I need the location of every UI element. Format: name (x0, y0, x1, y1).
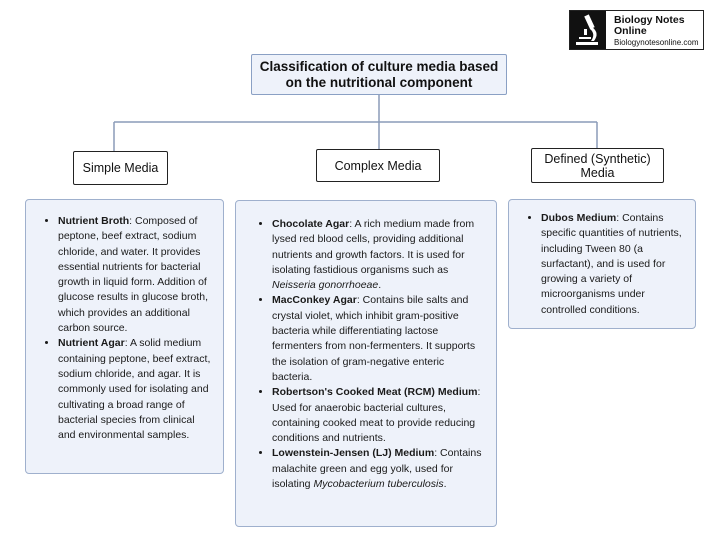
panel-defined-media: Dubos Medium: Contains specific quantiti… (508, 199, 696, 329)
microscope-icon (570, 11, 606, 49)
media-term: Dubos Medium (541, 212, 617, 224)
category-defined-media: Defined (Synthetic) Media (531, 148, 664, 183)
media-description: : A rich medium made from lysed red bloo… (272, 218, 475, 276)
logo[interactable]: Biology Notes Online Biologynotesonline.… (569, 10, 704, 50)
organism-name: Mycobacterium tuberculosis (313, 478, 444, 491)
panel-simple-media: Nutrient Broth: Composed of peptone, bee… (25, 199, 224, 474)
media-list: Nutrient Broth: Composed of peptone, bee… (42, 214, 213, 443)
media-list: Chocolate Agar: A rich medium made from … (256, 217, 486, 492)
list-item: Robertson's Cooked Meat (RCM) Medium: Us… (272, 385, 486, 446)
list-item: Nutrient Agar: A solid medium containing… (58, 336, 213, 443)
media-term: MacConkey Agar (272, 294, 357, 307)
media-term: Nutrient Broth (58, 215, 130, 227)
media-description: : Contains malachite green and egg yolk,… (272, 447, 482, 491)
list-item: Chocolate Agar: A rich medium made from … (272, 217, 486, 293)
media-term: Nutrient Agar (58, 337, 125, 350)
media-description: : Contains bile salts and crystal violet… (272, 294, 476, 383)
sentence-end: . (443, 478, 447, 491)
media-term: Lowenstein-Jensen (LJ) Medium (272, 447, 435, 460)
media-description: : A solid medium containing peptone, bee… (58, 337, 211, 442)
media-description: : Composed of peptone, beef extract, sod… (58, 215, 208, 335)
media-term: Robertson's Cooked Meat (RCM) Medium (272, 386, 478, 399)
panel-complex-media: Chocolate Agar: A rich medium made from … (235, 200, 497, 527)
diagram-title: Classification of culture media based on… (251, 54, 507, 95)
list-item: Nutrient Broth: Composed of peptone, bee… (58, 214, 213, 336)
media-description: : Contains specific quantities of nutrie… (541, 212, 682, 316)
media-list: Dubos Medium: Contains specific quantiti… (525, 211, 687, 318)
logo-url: Biologynotesonline.com (614, 38, 699, 47)
logo-name: Biology Notes Online (614, 14, 685, 37)
media-term: Chocolate Agar (272, 218, 350, 230)
organism-name: Neisseria gonorrhoeae (272, 279, 379, 292)
category-simple-media: Simple Media (73, 151, 168, 185)
list-item: Dubos Medium: Contains specific quantiti… (541, 211, 687, 318)
sentence-end: . (378, 279, 382, 292)
category-complex-media: Complex Media (316, 149, 440, 182)
media-description: : Used for anaerobic bacterial cultures,… (272, 386, 481, 445)
list-item: Lowenstein-Jensen (LJ) Medium: Contains … (272, 446, 486, 492)
list-item: MacConkey Agar: Contains bile salts and … (272, 293, 486, 385)
